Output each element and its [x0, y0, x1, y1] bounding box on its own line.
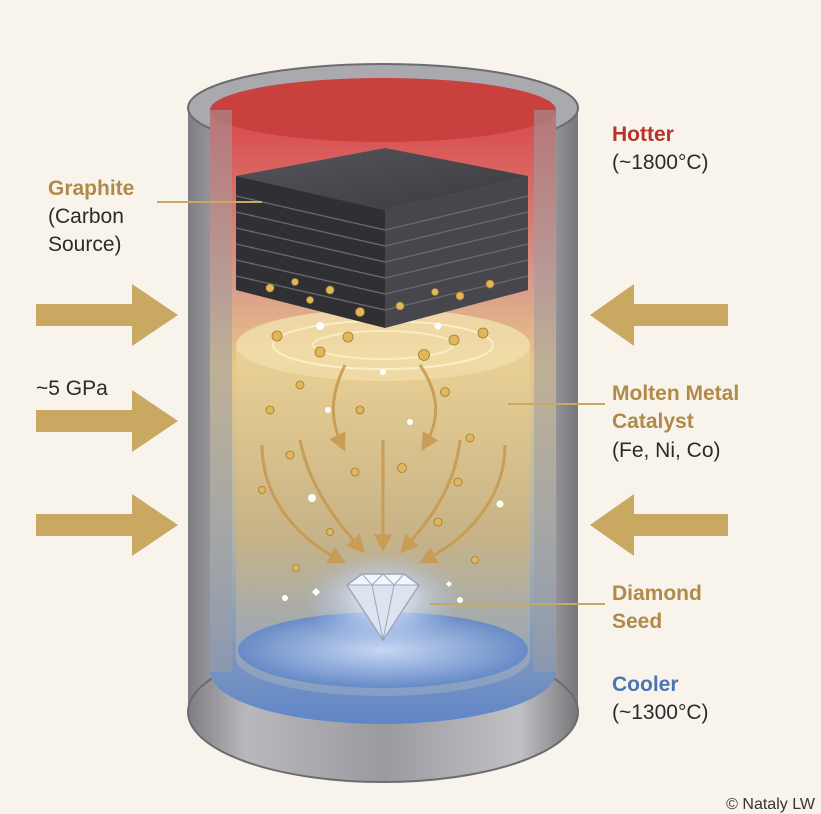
- graphite-label: Graphite: [48, 177, 135, 200]
- leader-lines: [157, 201, 605, 605]
- carbon-particles: [258, 278, 495, 572]
- inner-wall-left: [210, 110, 232, 672]
- carbon-flow-arrows: [260, 364, 507, 564]
- image-credit: © Nataly LW: [726, 796, 815, 813]
- graphite-sublabel-line2: Source): [48, 233, 122, 256]
- catalyst-label-line1: Molten Metal: [612, 382, 740, 405]
- cool-floor: [238, 612, 528, 688]
- diamond-seed-label-line1: Diamond: [612, 582, 702, 605]
- cooler-temperature: (~1300°C): [612, 701, 709, 724]
- inner-wall-right: [534, 110, 556, 672]
- diamond-icon: [303, 552, 463, 648]
- graphite-sublabel-line1: (Carbon: [48, 205, 124, 228]
- pressure-label: ~5 GPa: [36, 377, 108, 400]
- hotter-temperature: (~1800°C): [612, 151, 709, 174]
- catalyst-metals: (Fe, Ni, Co): [612, 439, 721, 462]
- catalyst-label-line2: Catalyst: [612, 410, 694, 433]
- pressure-arrow-icon: [36, 284, 728, 556]
- interior-opening: [210, 78, 556, 142]
- diamond-seed-label-line2: Seed: [612, 610, 663, 633]
- graphite-block: [235, 148, 529, 328]
- cooler-label: Cooler: [612, 673, 679, 696]
- hotter-label: Hotter: [612, 123, 674, 146]
